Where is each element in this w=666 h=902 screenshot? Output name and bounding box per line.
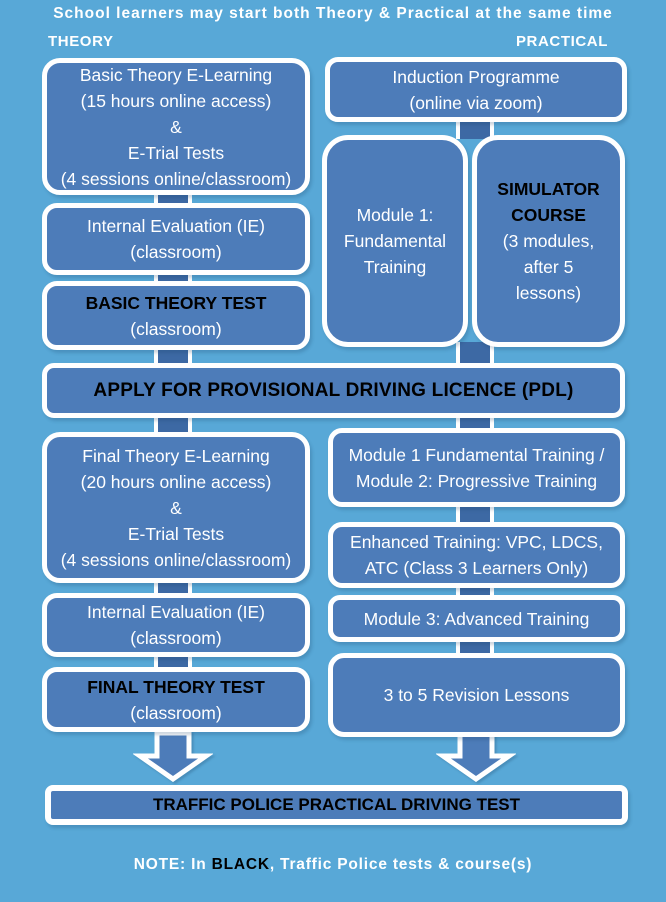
flow-connector xyxy=(154,345,192,367)
down-arrow-icon xyxy=(436,730,516,782)
node-text: Induction Programme (online via zoom) xyxy=(392,66,560,113)
node-revision-lessons: 3 to 5 Revision Lessons xyxy=(328,653,625,737)
node-text: Module 3: Advanced Training xyxy=(363,608,590,629)
node-text: Final Theory E-Learning (20 hours online… xyxy=(60,445,292,570)
theory-column-label: THEORY xyxy=(48,33,114,50)
practical-column-label: PRACTICAL xyxy=(515,33,608,50)
node-internal-evaluation-1: Internal Evaluation (IE) (classroom) xyxy=(42,203,310,275)
node-basic-theory-elearning: Basic Theory E-Learning (15 hours online… xyxy=(42,58,310,195)
node-text: 3 to 5 Revision Lessons xyxy=(383,685,570,705)
node-text: Basic Theory E-Learning (15 hours online… xyxy=(60,64,292,189)
node-title: TRAFFIC POLICE PRACTICAL DRIVING TEST xyxy=(152,795,521,814)
node-apply-pdl: APPLY FOR PROVISIONAL DRIVING LICENCE (P… xyxy=(42,363,625,418)
down-arrow-icon xyxy=(133,730,213,782)
note-suffix: , Traffic Police tests & course(s) xyxy=(269,856,533,873)
node-final-theory-elearning: Final Theory E-Learning (20 hours online… xyxy=(42,432,310,583)
node-traffic-police-test: TRAFFIC POLICE PRACTICAL DRIVING TEST xyxy=(45,785,628,825)
node-module1-module2: Module 1 Fundamental Training / Module 2… xyxy=(328,428,625,507)
node-enhanced-training: Enhanced Training: VPC, LDCS, ATC (Class… xyxy=(328,522,625,588)
flow-connector xyxy=(456,637,494,657)
node-final-theory-test: FINAL THEORY TEST (classroom) xyxy=(42,667,310,732)
node-title: SIMULATOR COURSE xyxy=(497,179,600,225)
node-text: Enhanced Training: VPC, LDCS, ATC (Class… xyxy=(350,532,603,578)
node-internal-evaluation-2: Internal Evaluation (IE) (classroom) xyxy=(42,593,310,657)
node-basic-theory-test: BASIC THEORY TEST (classroom) xyxy=(42,281,310,350)
flow-connector xyxy=(456,117,494,139)
node-text: Module 1 Fundamental Training / Module 2… xyxy=(348,444,605,491)
note-prefix: NOTE: In xyxy=(133,856,212,873)
node-title: BASIC THEORY TEST xyxy=(85,292,267,313)
node-simulator-course: SIMULATOR COURSE (3 modules, after 5 les… xyxy=(472,135,625,347)
node-module1-fundamental: Module 1: Fundamental Training xyxy=(322,135,468,347)
node-subtitle: (3 modules, after 5 lessons) xyxy=(502,231,595,303)
node-module3-advanced: Module 3: Advanced Training xyxy=(328,595,625,642)
node-text: Internal Evaluation (IE) (classroom) xyxy=(86,602,265,648)
node-text: Module 1: Fundamental Training xyxy=(343,205,447,277)
page-title: School learners may start both Theory & … xyxy=(53,5,613,22)
flow-connector xyxy=(456,342,494,366)
node-subtitle: (classroom) xyxy=(130,318,222,339)
node-title: FINAL THEORY TEST xyxy=(87,676,265,697)
node-text: Internal Evaluation (IE) (classroom) xyxy=(86,216,265,262)
note-highlight: BLACK xyxy=(211,856,270,873)
note-text: NOTE: In BLACK, Traffic Police tests & c… xyxy=(0,856,666,874)
node-induction-programme: Induction Programme (online via zoom) xyxy=(325,57,627,122)
node-subtitle: (classroom) xyxy=(130,702,222,723)
node-title: APPLY FOR PROVISIONAL DRIVING LICENCE (P… xyxy=(93,379,574,401)
